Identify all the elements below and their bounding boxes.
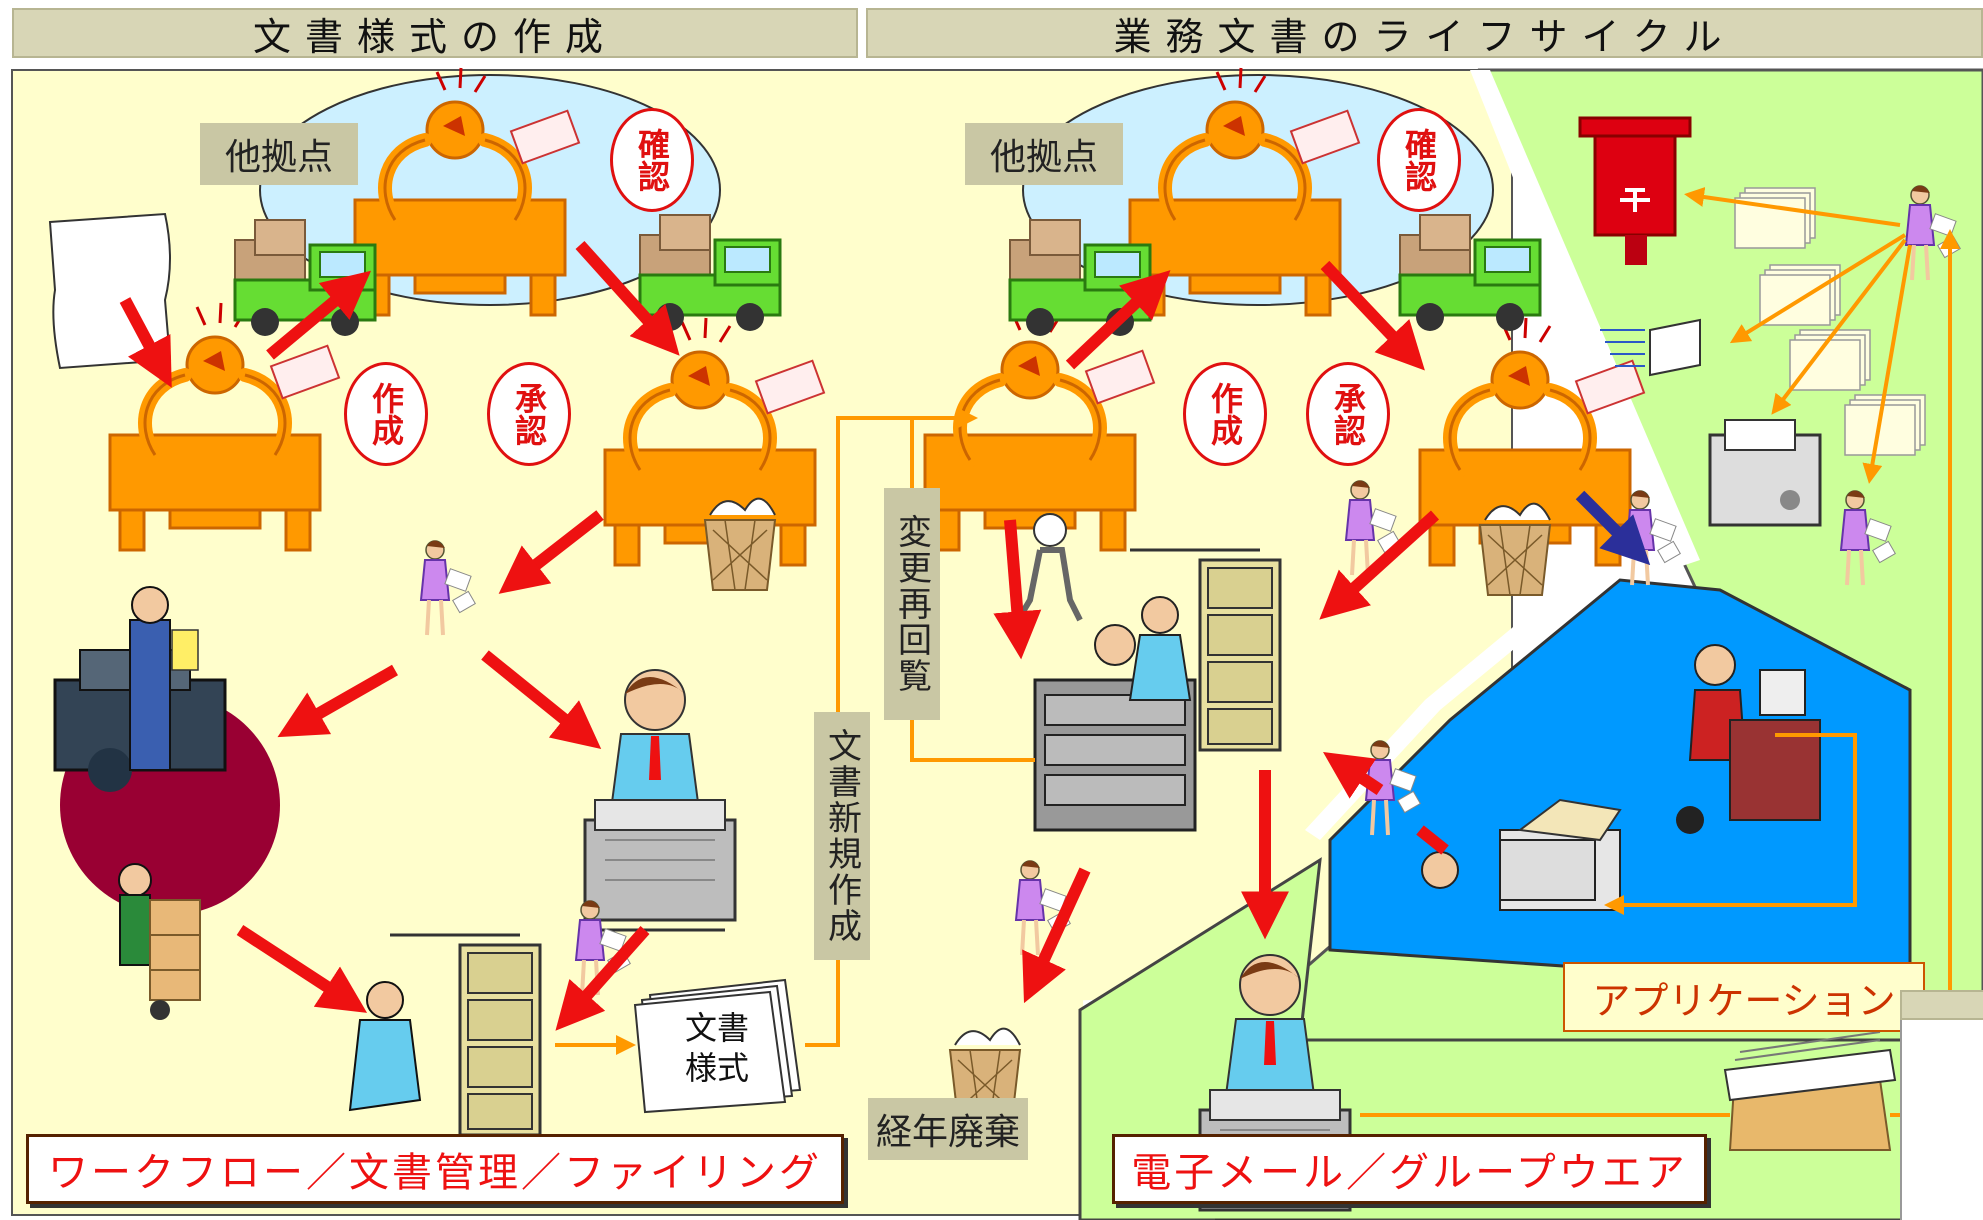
stamp-approve-left: 承認 — [487, 362, 571, 466]
cut-off-panel-header — [1900, 990, 1983, 1020]
stamp-confirm-left: 確認 — [610, 108, 694, 212]
stamp-create-right: 作成 — [1183, 362, 1267, 466]
stamp-create-left: 作成 — [344, 362, 428, 466]
tag-change-review: 変更再回覧 — [884, 488, 940, 720]
tag-other-site-left: 他拠点 — [200, 123, 358, 185]
document-format-line2: 様式 — [684, 1049, 749, 1087]
header-document-format: 文書様式の作成 — [12, 8, 858, 59]
label-application: アプリケーション — [1563, 962, 1925, 1032]
header-lifecycle: 業務文書のライフサイクル — [866, 8, 1983, 59]
tag-disposal: 経年廃棄 — [868, 1098, 1028, 1160]
stamp-confirm-right: 確認 — [1377, 108, 1461, 212]
document-format-label: 文書 様式 — [662, 1008, 772, 1088]
document-format-line1: 文書 — [684, 1009, 749, 1047]
stamp-approve-right: 承認 — [1306, 362, 1390, 466]
label-workflow: ワークフロー／文書管理／ファイリング — [26, 1134, 844, 1204]
cut-off-panel — [1900, 995, 1983, 1220]
label-email-groupware: 電子メール／グループウエア — [1112, 1134, 1707, 1204]
tag-other-site-right: 他拠点 — [965, 123, 1123, 185]
tag-new-document: 文書新規作成 — [814, 712, 870, 960]
